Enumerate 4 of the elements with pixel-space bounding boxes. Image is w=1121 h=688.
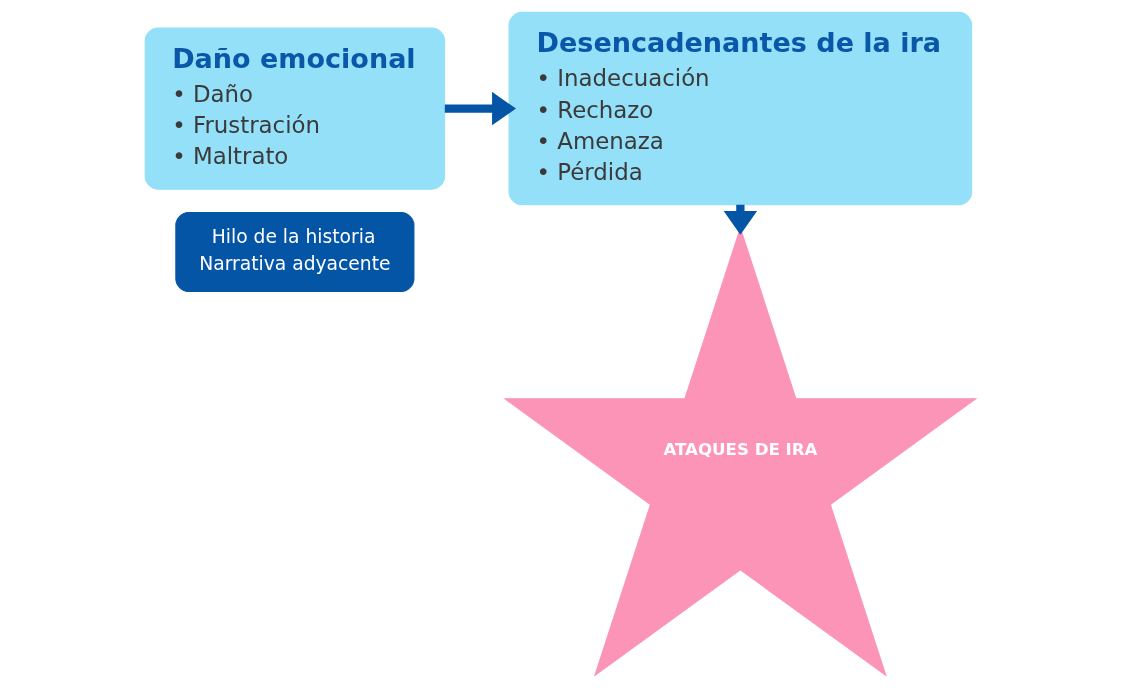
node-box: Daño emocional • Daño • Frustración • Maltrato bbox=[144, 27, 446, 190]
arrow bbox=[444, 91, 516, 126]
node-box: Desencadenantes de la ira • Inadecuación • Rechazo • Amenaza • Pérdida bbox=[508, 11, 973, 206]
node-box: Hilo de la historia Narrativa adyacente bbox=[175, 212, 415, 293]
